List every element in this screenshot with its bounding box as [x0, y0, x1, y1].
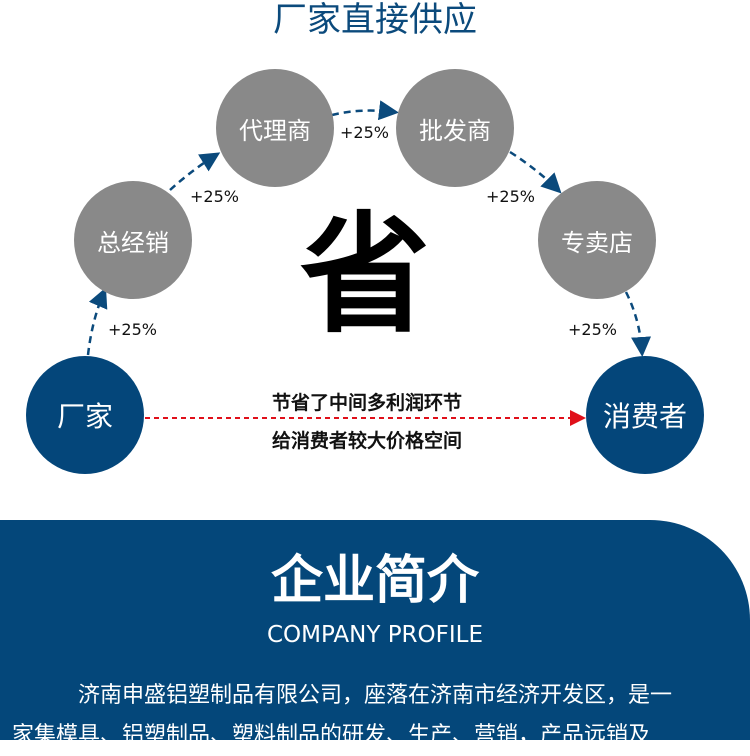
- markup-label: +25%: [340, 123, 389, 142]
- node-consumer: 消费者: [586, 356, 704, 474]
- markup-label: +25%: [190, 187, 239, 206]
- node-factory: 厂家: [26, 356, 144, 474]
- profile-subtitle: COMPANY PROFILE: [266, 622, 484, 648]
- profile-line-1: 济南申盛铝塑制品有限公司，座落在济南市经济开发区，是一: [78, 683, 673, 708]
- note-line-1: 节省了中间多利润环节: [271, 392, 462, 414]
- markup-label: +25%: [108, 320, 157, 339]
- markup-label: +25%: [486, 187, 535, 206]
- node-store: 专卖店: [538, 181, 656, 299]
- profile-line-2: 家集模具、铝塑制品、塑料制品的研发、生产、营销，产品远销及: [12, 723, 651, 748]
- profile-title: 企业简介: [270, 551, 479, 611]
- markup-label: +25%: [568, 320, 617, 339]
- note-line-2: 给消费者较大价格空间: [271, 430, 462, 452]
- profile-panel: [0, 520, 750, 740]
- arrow-store-consumer: [624, 291, 652, 357]
- arrow-wholesaler-store: [509, 150, 562, 194]
- page-title: 厂家直接供应: [273, 0, 477, 40]
- node-agent: 代理商: [216, 69, 334, 187]
- arrow-distributor-agent: [169, 152, 221, 191]
- arrow-agent-wholesaler: [331, 100, 399, 121]
- node-distributor: 总经销: [74, 181, 192, 299]
- node-wholesaler: 批发商: [396, 69, 514, 187]
- profile-text: 济南申盛铝塑制品有限公司，座落在济南市经济开发区，是一 家集模具、铝塑制品、塑料…: [12, 676, 742, 756]
- save-character: 省: [299, 199, 430, 351]
- flow-arrows: [86, 100, 652, 426]
- arrow-factory-distributor: [86, 287, 108, 356]
